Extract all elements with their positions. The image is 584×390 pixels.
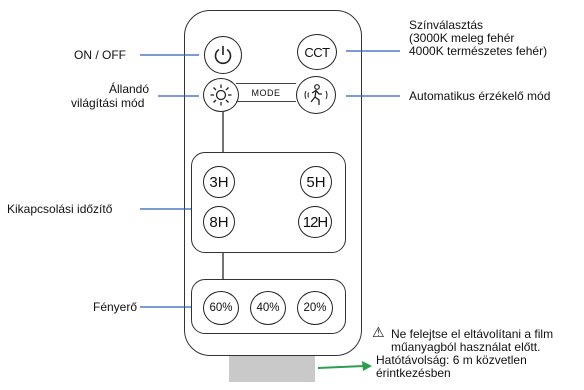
arrow-line <box>317 365 365 369</box>
color-line2: 4000K természetes fehér) <box>409 44 548 58</box>
motion-sensor-icon <box>304 84 328 105</box>
brightness-60-label: 60% <box>209 302 233 314</box>
battery-pull-tab[interactable] <box>229 356 315 382</box>
constant-light-button[interactable] <box>203 78 239 112</box>
brightness-group <box>191 279 346 334</box>
brightness-20-label: 20% <box>303 302 327 314</box>
color-title: Színválasztás <box>409 18 484 32</box>
warning-icon: ⚠ <box>372 324 385 340</box>
mode-label: MODE <box>251 87 281 98</box>
power-icon <box>214 46 232 65</box>
timer-12h-label: 12H <box>302 213 329 231</box>
on-off-label: ON / OFF <box>74 48 126 62</box>
timer-3h-label: 3H <box>209 173 229 191</box>
constant-label-line2: világítási mód <box>71 96 145 110</box>
auto-label: Automatikus érzékelő mód <box>409 89 551 103</box>
brightness-40-button[interactable]: 40% <box>250 291 286 325</box>
warning-line2: műanyagból használat előtt. <box>391 340 541 354</box>
timer-8h-button[interactable]: 8H <box>203 206 235 238</box>
brightness-20-button[interactable]: 20% <box>297 291 333 325</box>
warning-line1: Ne felejtse el eltávolítani a film <box>391 327 554 341</box>
cct-label: CCT <box>304 44 330 60</box>
timer-5h-button[interactable]: 5H <box>300 166 332 198</box>
timer-12h-button[interactable]: 12H <box>298 206 332 238</box>
timer-8h-label: 8H <box>209 213 229 231</box>
brightness-40-label: 40% <box>256 302 280 314</box>
timer-group <box>191 152 346 253</box>
color-line1: (3000K meleg fehér <box>409 31 515 45</box>
sun-icon <box>210 84 232 106</box>
brightness-60-button[interactable]: 60% <box>203 291 239 325</box>
auto-sensor-button[interactable] <box>296 76 336 114</box>
arrow-head <box>362 361 372 371</box>
brightness-label: Fényerő <box>93 300 138 314</box>
timer-3h-button[interactable]: 3H <box>203 166 235 198</box>
mode-bar: MODE <box>236 83 296 102</box>
warning-line4: érintkezésben <box>376 366 451 380</box>
warning-line3: Hatótávolság: 6 m közvetlen <box>376 353 527 367</box>
constant-label-line1: Állandó <box>109 82 150 96</box>
power-button[interactable] <box>204 36 242 74</box>
cct-button[interactable]: CCT <box>297 34 337 70</box>
timer-5h-label: 5H <box>306 173 326 191</box>
timer-label: Kikapcsolási időzítő <box>7 202 113 216</box>
